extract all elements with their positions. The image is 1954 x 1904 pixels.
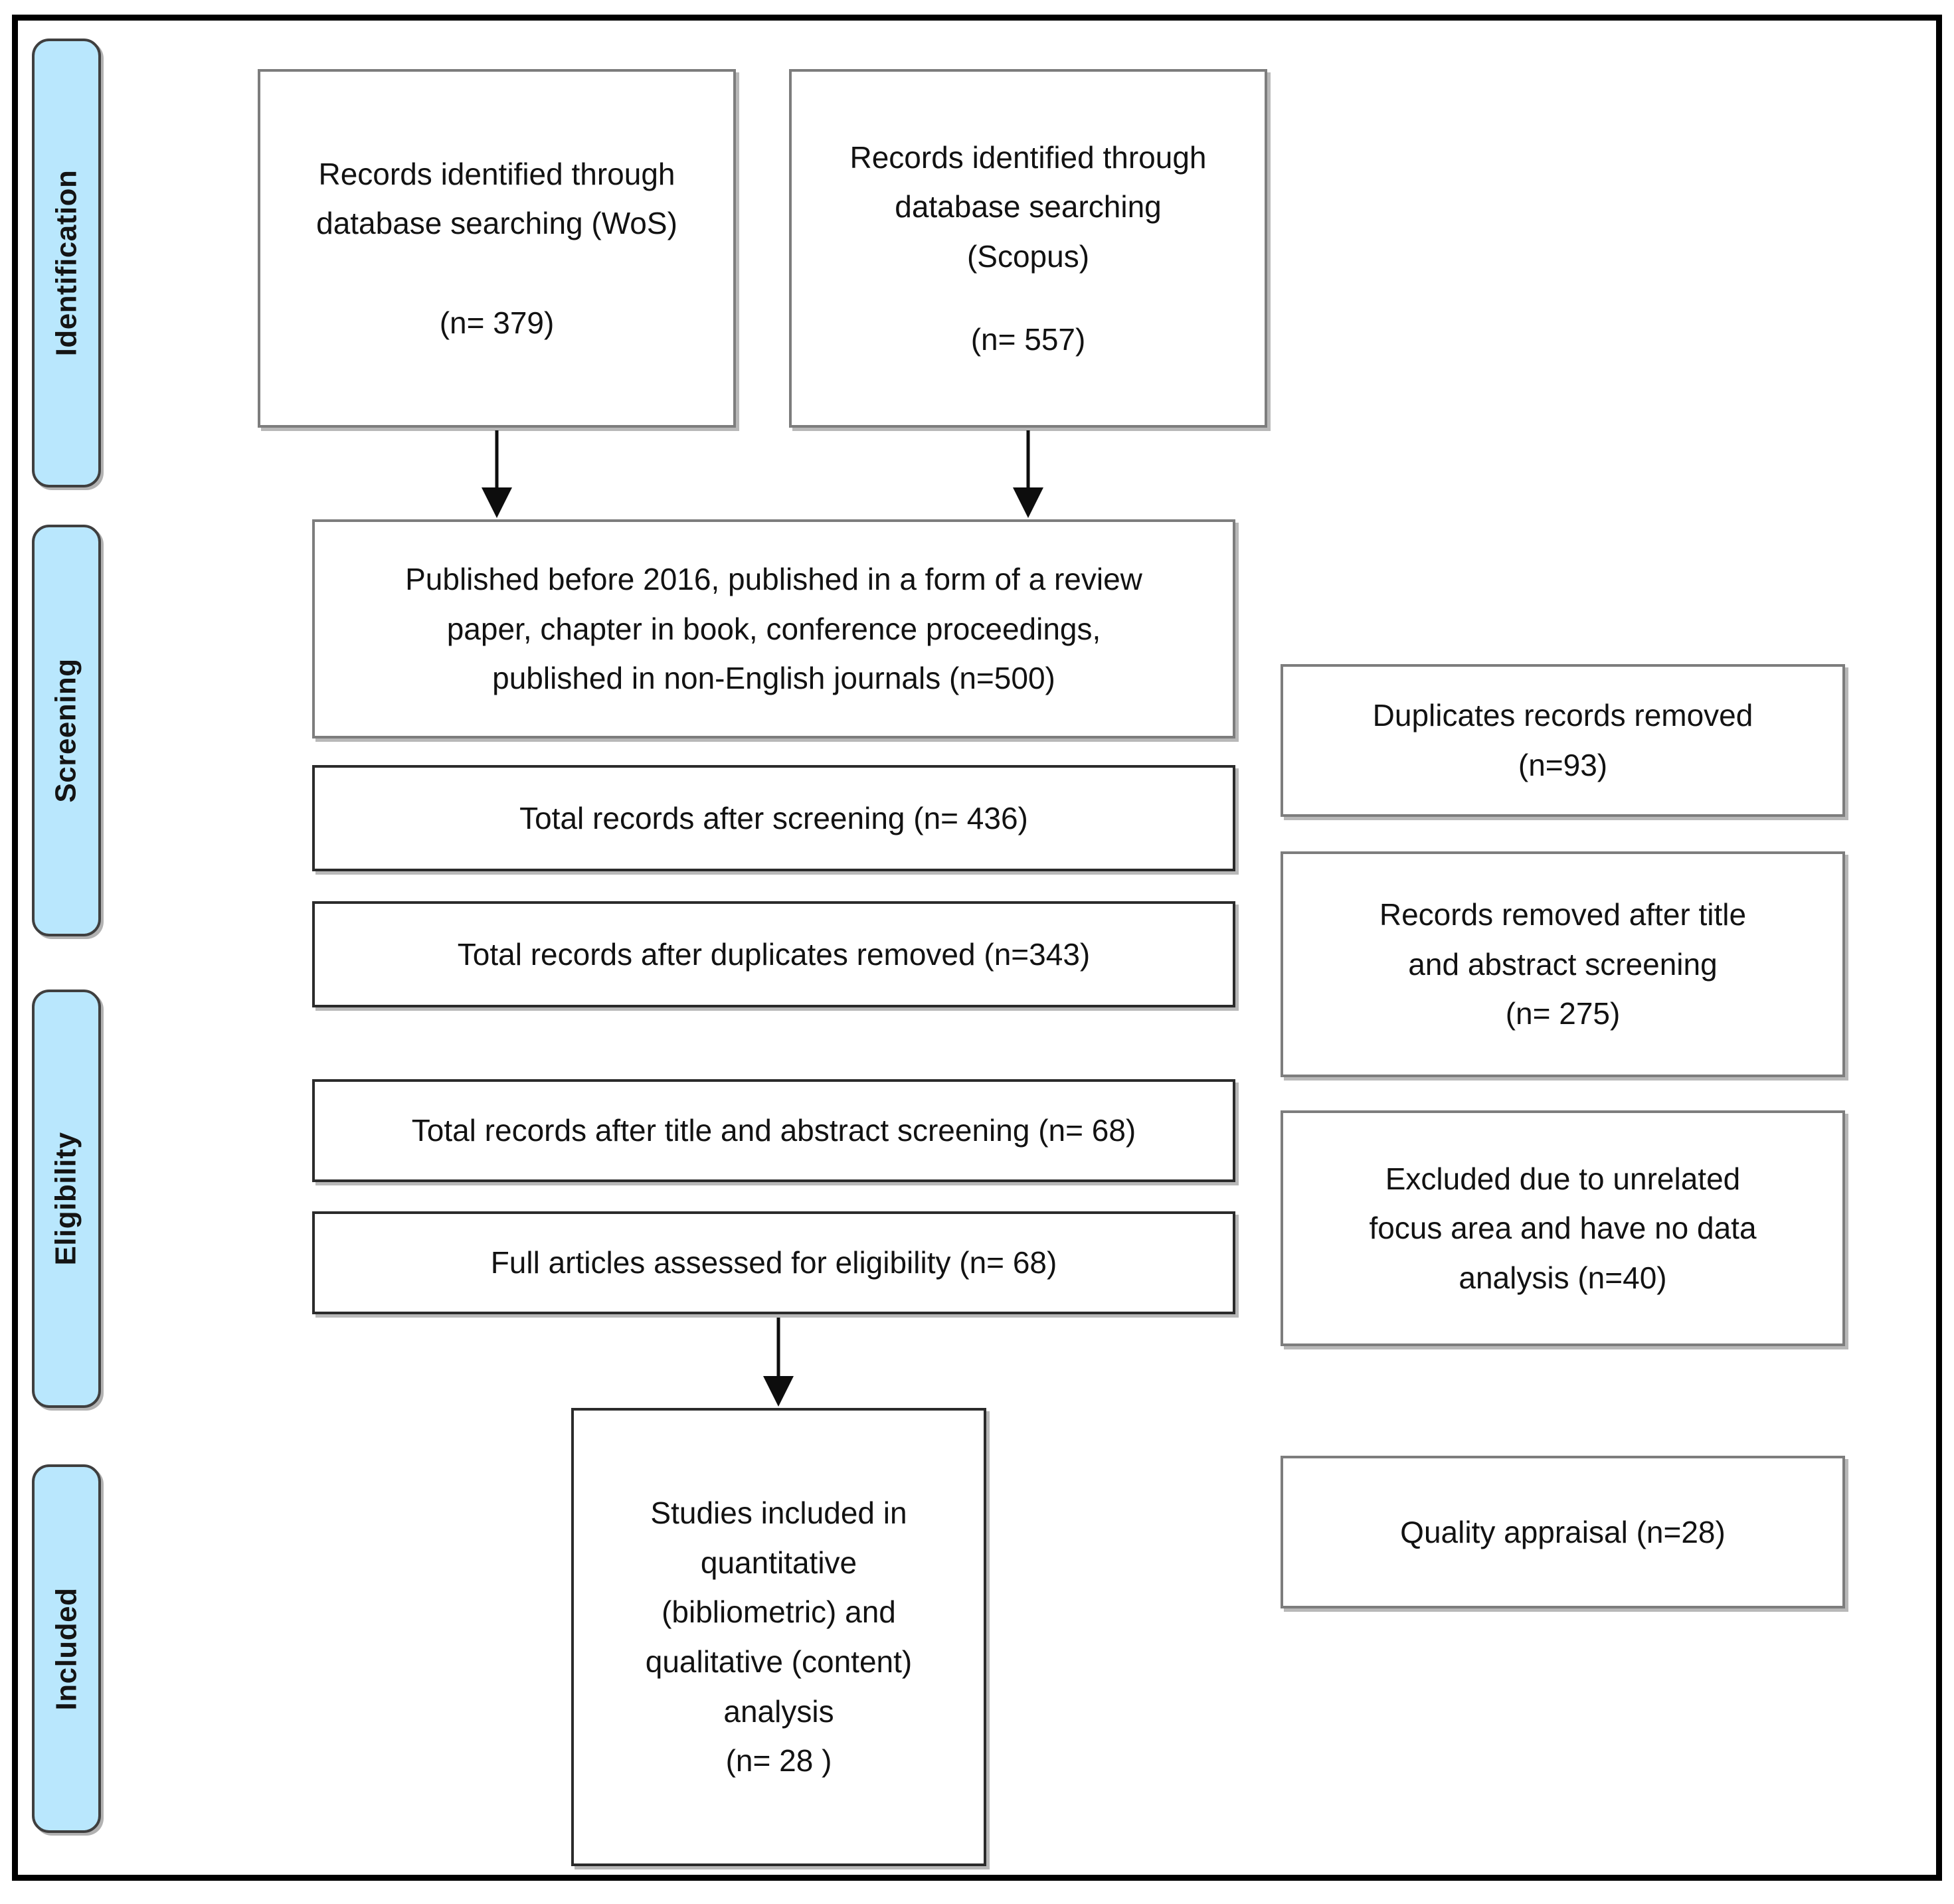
box-scopus-count: (n= 557) xyxy=(970,321,1086,357)
box-full-articles-text: Full articles assessed for eligibility (… xyxy=(490,1245,1057,1280)
box-quality-appraisal-line1: Quality appraisal (n=28) xyxy=(1400,1514,1726,1549)
box-exclusion-criteria: Published before 2016, published in a fo… xyxy=(312,519,1235,738)
box-studies-included: Studies included in quantitative (biblio… xyxy=(571,1408,986,1866)
box-included-count: (n= 28 ) xyxy=(725,1743,832,1778)
box-records-identified-wos: Records identified through database sear… xyxy=(258,69,736,428)
box-after-screening-text: Total records after screening (n= 436) xyxy=(519,800,1028,835)
box-after-title-abstract-text: Total records after title and abstract s… xyxy=(411,1113,1136,1148)
box-duplicates-removed-line1: Duplicates records removed xyxy=(1372,698,1753,733)
box-included-line5: analysis xyxy=(723,1693,834,1729)
box-total-records-after-screening: Total records after screening (n= 436) xyxy=(312,765,1235,871)
box-wos-line1: Records identified through xyxy=(318,156,675,191)
stage-label-eligibility: Eligibility xyxy=(32,990,101,1408)
box-exclusion-criteria-line3: published in non-English journals (n=500… xyxy=(492,661,1055,696)
stage-label-included: Included xyxy=(32,1464,101,1833)
box-duplicates-removed-count: (n=93) xyxy=(1518,748,1608,782)
box-excluded-unrelated-line1: Excluded due to unrelated xyxy=(1385,1161,1741,1196)
box-records-removed-after-title-abstract: Records removed after title and abstract… xyxy=(1281,851,1845,1077)
box-exclusion-criteria-line1: Published before 2016, published in a fo… xyxy=(405,562,1142,597)
box-included-line4: qualitative (content) xyxy=(645,1644,913,1679)
box-total-records-after-duplicates-removed: Total records after duplicates removed (… xyxy=(312,901,1235,1007)
box-after-duplicates-text: Total records after duplicates removed (… xyxy=(457,936,1091,972)
box-full-articles-assessed-for-eligibility: Full articles assessed for eligibility (… xyxy=(312,1211,1235,1314)
box-excluded-unrelated-focus-area: Excluded due to unrelated focus area and… xyxy=(1281,1110,1845,1346)
stage-label-screening-text: Screening xyxy=(50,658,82,803)
box-removed-title-abs-line1: Records removed after title xyxy=(1379,897,1747,932)
box-included-line2: quantitative xyxy=(700,1545,857,1580)
box-total-records-after-title-abstract-screening: Total records after title and abstract s… xyxy=(312,1079,1235,1182)
box-excluded-unrelated-line3: analysis (n=40) xyxy=(1459,1260,1667,1295)
box-included-line1: Studies included in xyxy=(650,1496,907,1531)
stage-label-screening: Screening xyxy=(32,525,101,936)
box-excluded-unrelated-line2: focus area and have no data xyxy=(1369,1211,1757,1246)
box-wos-count: (n= 379) xyxy=(439,305,555,340)
stage-label-eligibility-text: Eligibility xyxy=(50,1132,83,1266)
stage-label-included-text: Included xyxy=(50,1587,82,1710)
box-exclusion-criteria-line2: paper, chapter in book, conference proce… xyxy=(446,611,1101,646)
box-scopus-line3: (Scopus) xyxy=(966,238,1090,274)
box-removed-title-abs-line2: and abstract screening xyxy=(1408,946,1718,982)
box-quality-appraisal: Quality appraisal (n=28) xyxy=(1281,1456,1845,1608)
box-scopus-line2: database searching xyxy=(895,189,1162,224)
box-wos-line2: database searching (WoS) xyxy=(316,206,677,241)
stage-label-identification: Identification xyxy=(32,39,101,487)
box-removed-title-abs-count: (n= 275) xyxy=(1505,996,1621,1031)
stage-label-identification-text: Identification xyxy=(50,169,82,357)
box-records-identified-scopus: Records identified through database sear… xyxy=(789,69,1267,428)
box-included-line3: (bibliometric) and xyxy=(662,1595,896,1630)
box-scopus-line1: Records identified through xyxy=(849,139,1207,175)
box-duplicates-records-removed: Duplicates records removed (n=93) xyxy=(1281,664,1845,817)
